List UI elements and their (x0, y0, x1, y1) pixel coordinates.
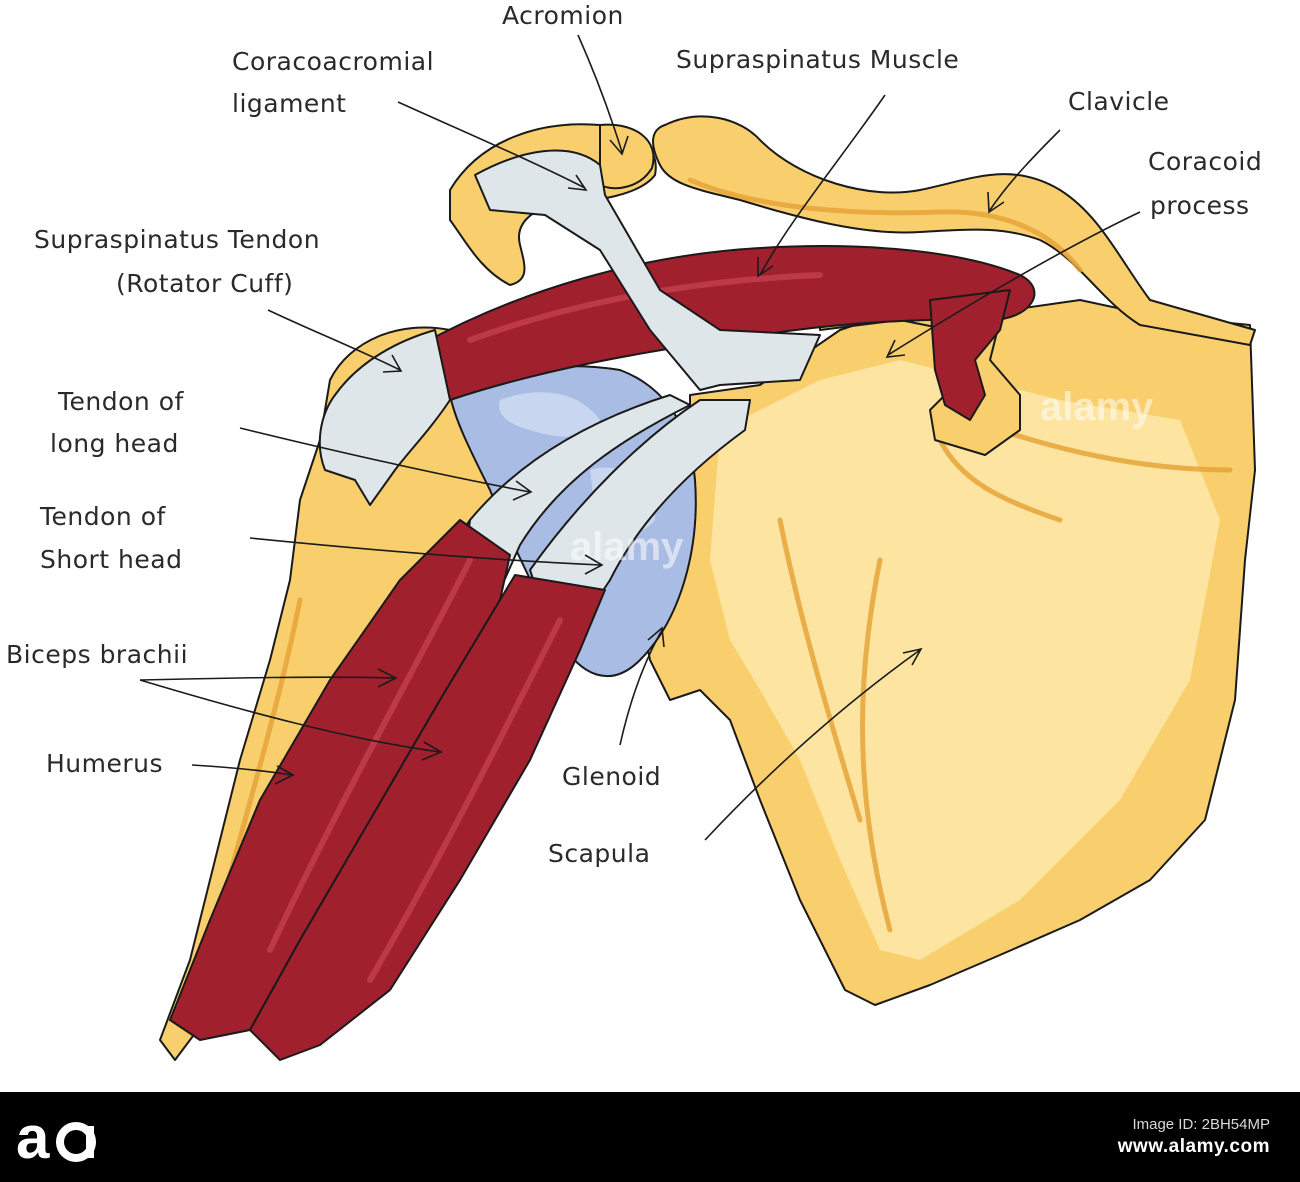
logo-letter: a (16, 1106, 50, 1168)
acromion-joint (599, 123, 655, 190)
label-tendon-short-line2: Short head (40, 545, 182, 574)
stock-footer-bar: a Image ID: 2BH54MP www.alamy.com (0, 1092, 1300, 1182)
long-head-tendon-shape (464, 394, 691, 591)
label-humerus: Humerus (46, 749, 163, 778)
footer-info: Image ID: 2BH54MP www.alamy.com (1118, 1114, 1270, 1158)
alamy-logo: a (16, 1106, 164, 1168)
label-coracoacromial-line2: ligament (232, 89, 346, 118)
clavicle-shade (687, 177, 1083, 273)
biceps-highlight-2 (367, 617, 563, 983)
supraspinatus-tendon-shape (318, 329, 451, 506)
scapula-ridge-3 (997, 427, 1233, 473)
arrow-tendon-short-head (249, 537, 604, 575)
coracoacromial-ligament-shape (474, 149, 821, 391)
label-acromion: Acromion (502, 1, 624, 30)
label-clavicle: Clavicle (1068, 87, 1170, 116)
arrow-clavicle (987, 129, 1061, 214)
arrow-coracoid (885, 211, 1141, 358)
arrow-humerus (191, 764, 295, 785)
arrow-biceps-1 (139, 668, 398, 688)
labels: Acromion Coracoacromial ligament Suprasp… (6, 1, 1262, 868)
label-tendon-long-line1: Tendon of (57, 387, 185, 416)
label-coracoacromial-line1: Coracoacromial (232, 47, 434, 76)
arrow-coracoacromial (397, 101, 588, 191)
arrow-glenoid (619, 626, 665, 746)
biceps-short-head-shape (249, 574, 606, 1061)
scapula-ridge-1 (860, 557, 893, 933)
arrow-supraspinatus-muscle (757, 94, 886, 278)
label-coracoid-line1: Coracoid (1148, 147, 1262, 176)
scapula-ridge-2 (777, 517, 863, 823)
label-supraspinatus-muscle: Supraspinatus Muscle (676, 45, 959, 74)
label-tendon-long-line2: long head (50, 429, 179, 458)
biceps-highlight-1 (267, 557, 473, 953)
label-biceps: Biceps brachii (6, 640, 188, 669)
anatomy-diagram: alamy alamy Acromion Coracoacromial liga… (6, 1, 1262, 1061)
short-head-tendon-shape (529, 399, 751, 611)
site-url[interactable]: www.alamy.com (1117, 1136, 1270, 1157)
label-coracoid-line2: process (1150, 191, 1250, 220)
label-scapula: Scapula (548, 839, 650, 868)
arrow-scapula (704, 647, 923, 841)
arrow-biceps-2 (139, 679, 443, 761)
label-supraspinatus-tendon-line2: (Rotator Cuff) (116, 269, 293, 298)
image-id: Image ID: 2BH54MP (1132, 1116, 1270, 1133)
shoulder-illustration: alamy alamy Acromion Coracoacromial liga… (6, 1, 1262, 1061)
watermark-center: alamy (570, 525, 684, 569)
clavicle-shape (652, 115, 1256, 346)
label-supraspinatus-tendon-line1: Supraspinatus Tendon (34, 225, 320, 254)
supraspinatus-muscle-shape (419, 245, 1036, 401)
scapula-ridge-4 (937, 437, 1063, 523)
arrow-acromion (577, 34, 629, 156)
arrow-supraspinatus-tendon (267, 309, 403, 373)
cartilage-highlight (499, 392, 600, 437)
label-glenoid: Glenoid (562, 762, 661, 791)
hook-muscle (929, 289, 1011, 421)
scapula-light (710, 360, 1220, 960)
watermark-right: alamy (1040, 385, 1154, 429)
arrow-tendon-long-head (239, 427, 533, 501)
label-arrows (139, 34, 1141, 841)
label-tendon-short-line1: Tendon of (39, 502, 167, 531)
